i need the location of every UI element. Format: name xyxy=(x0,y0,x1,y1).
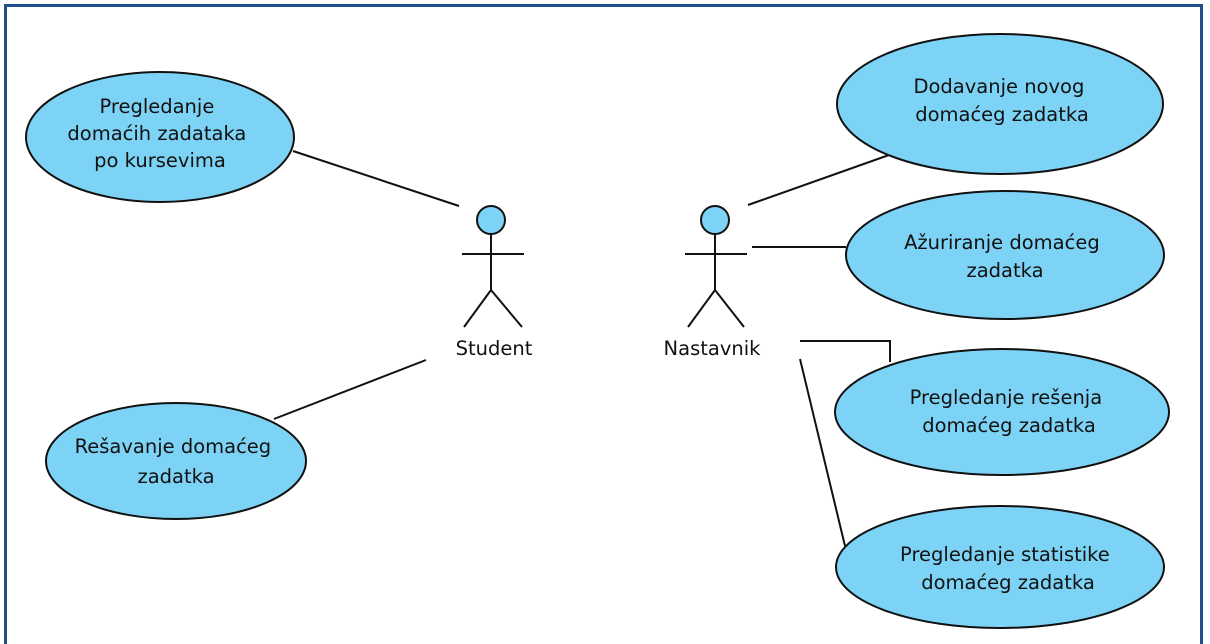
use-case-label: Pregledanje domaćih zadataka po kursevim… xyxy=(67,95,252,172)
use-case-uc1[interactable]: Pregledanje domaćih zadataka po kursevim… xyxy=(25,71,295,203)
association-nastavnik-uc6 xyxy=(799,358,846,547)
actor-leg-left xyxy=(463,289,492,328)
use-case-uc3[interactable]: Dodavanje novog domaćeg zadatka xyxy=(836,33,1164,175)
use-case-ellipse xyxy=(45,402,307,520)
use-case-label: Dodavanje novog domaćeg zadatka xyxy=(913,75,1090,126)
association-student-uc2 xyxy=(273,359,427,420)
use-case-ellipse xyxy=(835,505,1165,629)
use-case-ellipse xyxy=(845,190,1165,320)
use-case-label: Pregledanje statistike domaćeg zadatka xyxy=(900,543,1116,594)
use-case-label: Ažuriranje domaćeg zadatka xyxy=(904,231,1106,282)
actor-leg-left xyxy=(687,289,716,328)
use-case-ellipse xyxy=(834,348,1170,476)
associations xyxy=(273,150,891,547)
association-nastavnik-uc5 xyxy=(800,340,891,362)
use-case-label: Rešavanje domaćeg zadatka xyxy=(75,435,278,488)
actor-nastavnik[interactable]: Nastavnik xyxy=(664,205,762,360)
use-case-uc6[interactable]: Pregledanje statistike domaćeg zadatka xyxy=(835,505,1165,629)
actor-student[interactable]: Student xyxy=(456,205,533,360)
association-nastavnik-uc3 xyxy=(747,154,890,206)
use-case-ellipse xyxy=(25,71,295,203)
use-case-label: Pregledanje rešenja domaćeg zadatka xyxy=(910,386,1109,437)
actor-label: Nastavnik xyxy=(664,337,762,360)
association-student-uc1 xyxy=(292,150,460,207)
actor-leg-right xyxy=(490,289,523,328)
actor-head xyxy=(700,205,730,235)
use-case-uc5[interactable]: Pregledanje rešenja domaćeg zadatka xyxy=(834,348,1170,476)
use-case-uc2[interactable]: Rešavanje domaćeg zadatka xyxy=(45,402,307,520)
actor-head xyxy=(476,205,506,235)
actor-label: Student xyxy=(456,337,533,360)
actor-leg-right xyxy=(714,289,745,328)
use-case-ellipse xyxy=(836,33,1164,175)
use-case-uc4[interactable]: Ažuriranje domaćeg zadatka xyxy=(845,190,1165,320)
